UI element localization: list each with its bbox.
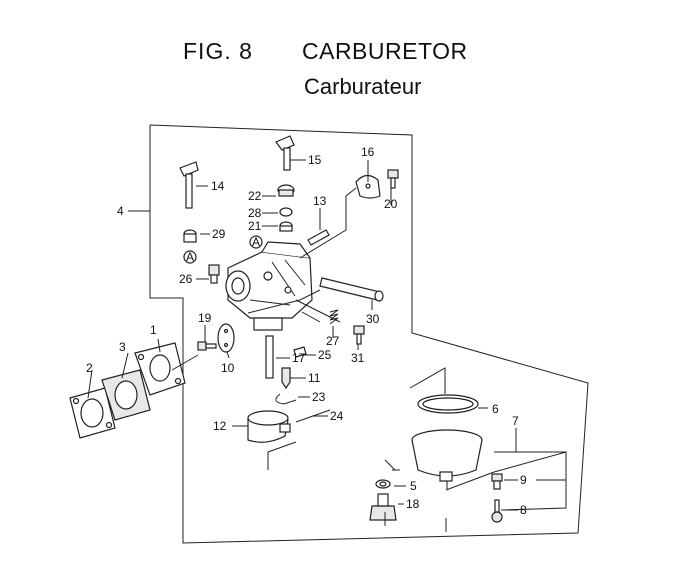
- callout-22: 22: [248, 189, 262, 203]
- part-25-pilot-jet: [293, 346, 307, 358]
- part-31-screw: [353, 325, 365, 345]
- part-10-washer-plate: [217, 323, 235, 353]
- callout-11: 11: [308, 371, 321, 385]
- part-28-washer: [279, 207, 293, 217]
- part-21-seal: [279, 221, 293, 232]
- callout-13: 13: [313, 194, 327, 208]
- part-18-bowl-bolt: [369, 493, 397, 521]
- ref-mark-a-upper: A: [249, 235, 263, 249]
- part-8-screw: [491, 499, 503, 523]
- part-11-float-needle: [281, 367, 291, 390]
- callout-26: 26: [179, 272, 193, 286]
- callout-31: 31: [351, 351, 365, 365]
- callout-4: 4: [117, 204, 124, 218]
- figure-title-french: Carburateur: [304, 74, 422, 99]
- part-5-washer: [375, 479, 391, 489]
- part-16-choke-plate: [355, 174, 381, 199]
- callout-23: 23: [312, 390, 326, 404]
- part-13-idle-screw: [307, 229, 330, 246]
- callout-8: 8: [520, 503, 527, 517]
- figure-number: FIG. 8: [183, 38, 253, 64]
- part-14-throttle-shaft: [179, 161, 199, 209]
- part-17-main-nozzle: [265, 335, 274, 379]
- callout-5: 5: [410, 479, 417, 493]
- callout-12: 12: [213, 419, 227, 433]
- callout-30: 30: [366, 312, 380, 326]
- callout-7: 7: [512, 414, 519, 428]
- callout-9: 9: [520, 473, 527, 487]
- callout-10: 10: [221, 361, 235, 375]
- callout-18: 18: [406, 497, 420, 511]
- part-3-spacer: [101, 369, 151, 421]
- carburetor-body: [225, 241, 341, 331]
- callout-19: 19: [198, 311, 212, 325]
- part-15-choke-shaft: [275, 135, 295, 171]
- figure-title-english: CARBURETOR: [302, 38, 468, 64]
- callout-25: 25: [318, 348, 332, 362]
- ref-mark-a-lower: A: [183, 250, 197, 264]
- callout-16: 16: [361, 145, 375, 159]
- leader-lines: [87, 159, 567, 532]
- svg-text:A: A: [252, 235, 260, 249]
- callout-17: 17: [292, 351, 306, 365]
- callout-1: 1: [150, 323, 157, 337]
- callout-15: 15: [308, 153, 322, 167]
- callout-24: 24: [330, 409, 344, 423]
- part-9-drain-screw: [491, 473, 503, 490]
- part-30-choke-rod: [319, 277, 384, 302]
- assembly-outline: [149, 124, 589, 544]
- part-1-insulator-plate: [134, 342, 186, 396]
- part-2-gasket: [69, 387, 116, 439]
- part-27-spring: [329, 309, 339, 325]
- part-29-collar: [183, 229, 197, 243]
- part-22-seal: [277, 184, 295, 197]
- part-19-screw: [197, 341, 217, 351]
- callout-2: 2: [86, 361, 93, 375]
- part-12-float: [247, 410, 291, 443]
- svg-text:A: A: [186, 250, 194, 264]
- part-23-clip: [275, 393, 297, 405]
- callout-6: 6: [492, 402, 499, 416]
- callout-14: 14: [211, 179, 225, 193]
- part-26-jet: [208, 264, 220, 284]
- callout-3: 3: [119, 340, 126, 354]
- callout-21: 21: [248, 219, 262, 233]
- callout-27: 27: [326, 334, 340, 348]
- part-6-float-bowl: [411, 394, 483, 482]
- callout-20: 20: [384, 197, 398, 211]
- callout-29: 29: [212, 227, 226, 241]
- part-20-screw: [387, 169, 399, 189]
- callout-28: 28: [248, 206, 262, 220]
